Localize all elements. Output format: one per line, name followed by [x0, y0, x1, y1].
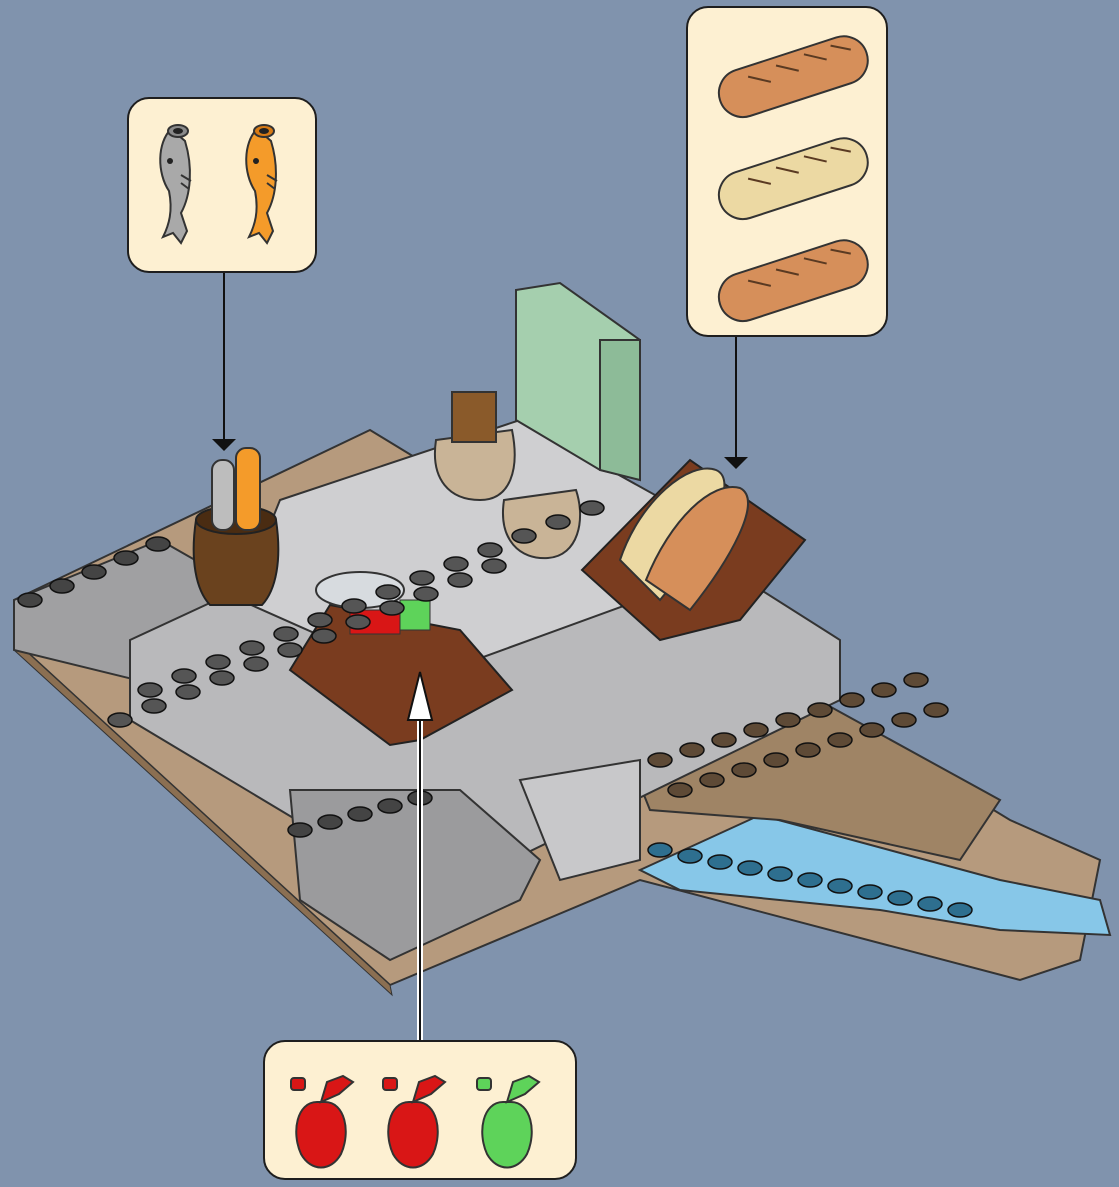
stud-2-6: [840, 693, 864, 707]
stud-1-2: [176, 685, 200, 699]
stud-1-7: [346, 615, 370, 629]
stud-1-8: [380, 601, 404, 615]
stud-0-7: [376, 585, 400, 599]
stud-4-9: [918, 897, 942, 911]
stud-0-3: [240, 641, 264, 655]
stud-2-3: [744, 723, 768, 737]
stud-2-2: [712, 733, 736, 747]
stud-6-2: [348, 807, 372, 821]
stud-3-3: [764, 753, 788, 767]
stud-1-1: [142, 699, 166, 713]
stud-1-9: [414, 587, 438, 601]
stud-5-3: [114, 551, 138, 565]
stud-6-0: [288, 823, 312, 837]
stud-4-1: [678, 849, 702, 863]
stud-3-2: [732, 763, 756, 777]
stud-3-6: [860, 723, 884, 737]
stud-4-7: [858, 885, 882, 899]
stud-4-2: [708, 855, 732, 869]
stud-1-10: [448, 573, 472, 587]
stud-0-0: [138, 683, 162, 697]
stud-2-0: [648, 753, 672, 767]
stud-6-3: [378, 799, 402, 813]
stud-4-5: [798, 873, 822, 887]
stud-2-5: [808, 703, 832, 717]
stud-1-4: [244, 657, 268, 671]
stud-1-3: [210, 671, 234, 685]
stud-4-0: [648, 843, 672, 857]
stud-5-1: [50, 579, 74, 593]
stud-4-4: [768, 867, 792, 881]
stud-3-7: [892, 713, 916, 727]
stud-0-2: [206, 655, 230, 669]
stud-0-1: [172, 669, 196, 683]
stud-0-13: [580, 501, 604, 515]
stud-5-4: [146, 537, 170, 551]
stud-6-1: [318, 815, 342, 829]
stud-3-4: [796, 743, 820, 757]
stud-2-7: [872, 683, 896, 697]
stud-5-2: [82, 565, 106, 579]
stud-0-6: [342, 599, 366, 613]
stud-2-8: [904, 673, 928, 687]
stud-1-0: [108, 713, 132, 727]
stud-3-1: [700, 773, 724, 787]
stud-0-11: [512, 529, 536, 543]
fish-barrel: [194, 448, 279, 605]
stud-1-5: [278, 643, 302, 657]
stud-0-12: [546, 515, 570, 529]
stud-0-8: [410, 571, 434, 585]
stud-3-5: [828, 733, 852, 747]
stud-0-4: [274, 627, 298, 641]
stud-1-11: [482, 559, 506, 573]
stud-0-9: [444, 557, 468, 571]
stud-2-1: [680, 743, 704, 757]
stud-1-6: [312, 629, 336, 643]
stud-4-6: [828, 879, 852, 893]
stud-2-4: [776, 713, 800, 727]
stud-4-10: [948, 903, 972, 917]
stud-3-8: [924, 703, 948, 717]
stud-4-3: [738, 861, 762, 875]
stud-0-5: [308, 613, 332, 627]
stud-4-8: [888, 891, 912, 905]
stud-0-10: [478, 543, 502, 557]
stud-3-0: [668, 783, 692, 797]
stud-5-0: [18, 593, 42, 607]
